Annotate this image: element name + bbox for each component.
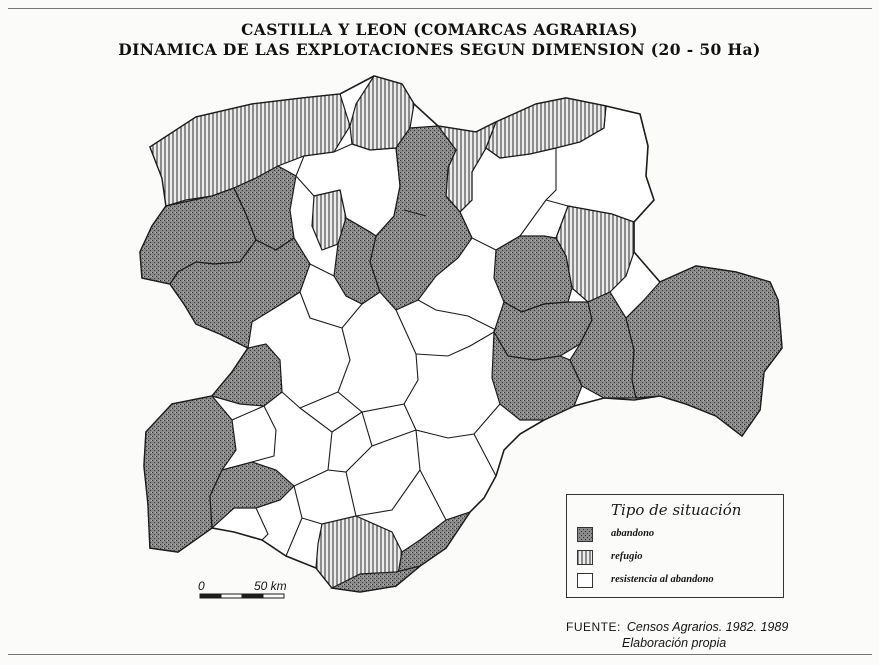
comarca-boundaries bbox=[231, 105, 655, 557]
refugio-swatch bbox=[577, 550, 593, 565]
region-refugio-north-west bbox=[149, 93, 351, 207]
region-abandono-west-2 bbox=[233, 165, 297, 251]
region-abandono-west-4 bbox=[210, 343, 283, 407]
scale-zero-label: 0 bbox=[198, 579, 205, 593]
bottom-frame-line bbox=[8, 654, 872, 655]
legend-title: Tipo de situación bbox=[611, 501, 742, 519]
source-line2: Elaboración propia bbox=[622, 636, 727, 650]
top-frame-line bbox=[8, 8, 872, 9]
source-text: Censos Agrarios. 1982. 1989 bbox=[626, 620, 789, 634]
region-abandono-east-1 bbox=[493, 235, 573, 313]
scale-distance-label: 50 km bbox=[254, 579, 287, 593]
resistencia-swatch bbox=[577, 573, 593, 588]
legend-label-abandono: abandono bbox=[611, 528, 655, 539]
abandono-swatch bbox=[577, 527, 593, 542]
region-abandono-south-center bbox=[209, 461, 295, 530]
legend: Tipo de situación abandono ref bbox=[566, 494, 784, 598]
scale-bar bbox=[199, 593, 285, 599]
map-title-line2: DINAMICA DE LAS EXPLOTACIONES SEGUN DIME… bbox=[118, 40, 761, 59]
region-abandono-east-3 bbox=[569, 291, 637, 399]
map-title-line1: CASTILLA Y LEON (COMARCAS AGRARIAS) bbox=[241, 20, 638, 39]
source-line1: FUENTE: Censos Agrarios. 1982. 1989 bbox=[566, 620, 788, 634]
region-abandono-east-4 bbox=[491, 329, 583, 421]
region-abandono-south-strip bbox=[330, 565, 421, 593]
source-label: FUENTE: bbox=[566, 620, 621, 634]
legend-label-resistencia: resistencia al abandono bbox=[611, 574, 714, 585]
legend-label-refugio: refugio bbox=[611, 551, 643, 562]
region-abandono-far-east bbox=[625, 265, 783, 437]
